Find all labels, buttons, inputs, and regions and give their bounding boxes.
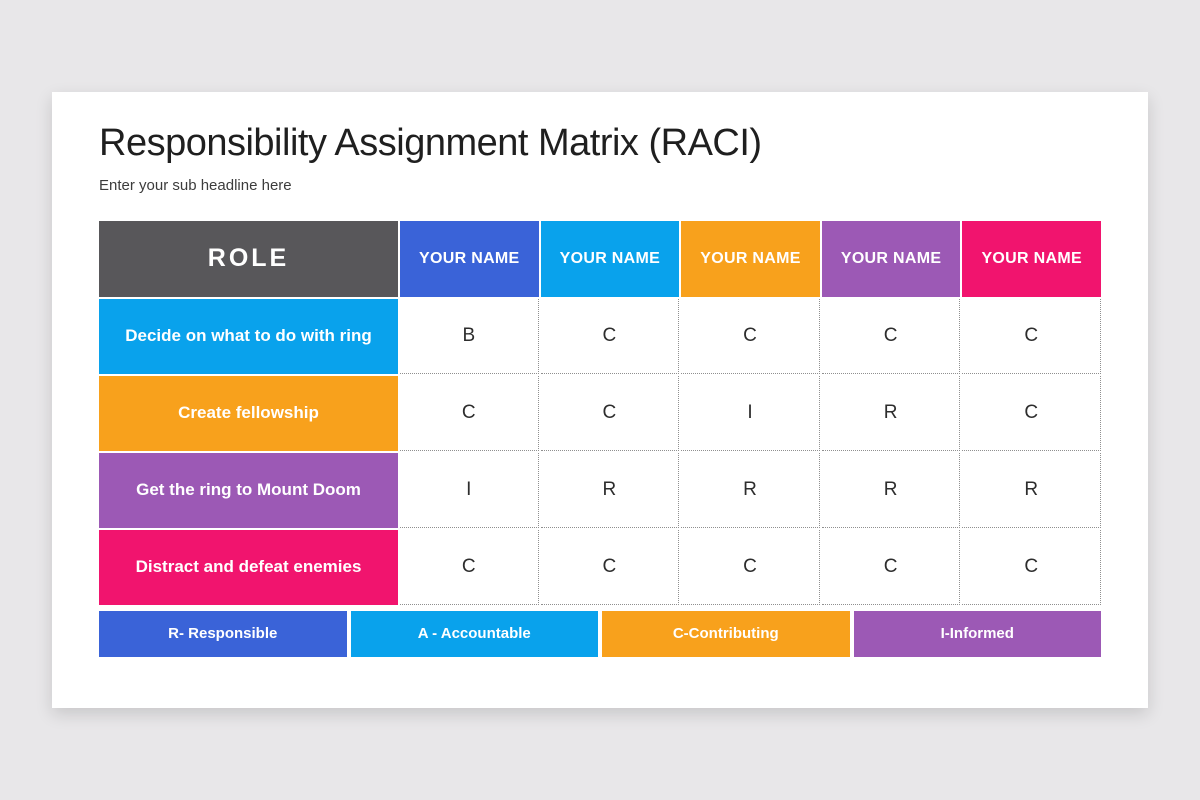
raci-cell-r2c5: C xyxy=(962,375,1101,451)
raci-table: ROLE YOUR NAME YOUR NAME YOUR NAME YOUR … xyxy=(99,220,1101,605)
raci-cell-r4c5: C xyxy=(962,529,1101,605)
table-header-your-name-3: YOUR NAME xyxy=(681,220,820,297)
raci-cell-r3c1: I xyxy=(400,452,539,528)
raci-cell-r3c3: R xyxy=(681,452,820,528)
row-label-ring-mount-doom: Get the ring to Mount Doom xyxy=(99,452,398,528)
raci-cell-r2c2: C xyxy=(540,375,680,451)
raci-cell-r2c4: R xyxy=(821,375,961,451)
row-label-decide-ring: Decide on what to do with ring xyxy=(99,298,398,374)
legend-item-accountable: A - Accountable xyxy=(350,610,598,657)
raci-cell-r1c3: C xyxy=(681,298,820,374)
raci-cell-r1c5: C xyxy=(962,298,1101,374)
raci-cell-r2c3: I xyxy=(681,375,820,451)
raci-cell-r4c2: C xyxy=(540,529,680,605)
table-header-your-name-5: YOUR NAME xyxy=(962,220,1101,297)
raci-legend: R- Responsible A - Accountable C-Contrib… xyxy=(99,610,1101,657)
legend-item-informed: I-Informed xyxy=(853,610,1101,657)
raci-cell-r1c4: C xyxy=(821,298,961,374)
table-header-your-name-2: YOUR NAME xyxy=(540,220,680,297)
table-header-your-name-1: YOUR NAME xyxy=(400,220,539,297)
table-header-your-name-4: YOUR NAME xyxy=(821,220,961,297)
table-header-role: ROLE xyxy=(99,220,398,297)
row-label-distract-enemies: Distract and defeat enemies xyxy=(99,529,398,605)
raci-cell-r4c3: C xyxy=(681,529,820,605)
raci-cell-r1c1: B xyxy=(400,298,539,374)
raci-cell-r3c4: R xyxy=(821,452,961,528)
legend-item-contributing: C-Contributing xyxy=(602,610,850,657)
slide: Responsibility Assignment Matrix (RACI) … xyxy=(52,92,1148,708)
raci-cell-r1c2: C xyxy=(540,298,680,374)
raci-cell-r4c4: C xyxy=(821,529,961,605)
raci-cell-r3c5: R xyxy=(962,452,1101,528)
raci-cell-r4c1: C xyxy=(400,529,539,605)
legend-item-responsible: R- Responsible xyxy=(99,610,347,657)
raci-cell-r2c1: C xyxy=(400,375,539,451)
slide-subtitle: Enter your sub headline here xyxy=(99,176,292,194)
slide-title: Responsibility Assignment Matrix (RACI) xyxy=(99,122,762,164)
row-label-create-fellowship: Create fellowship xyxy=(99,375,398,451)
raci-cell-r3c2: R xyxy=(540,452,680,528)
